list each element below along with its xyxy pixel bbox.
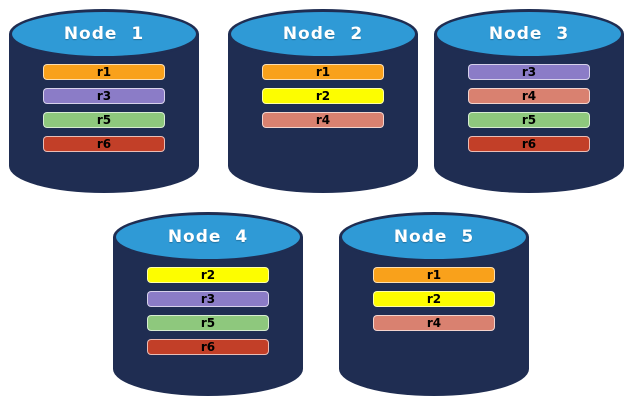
node-4-replica-list: r2 r3 r5 r6 [147, 267, 269, 355]
node-3-title: Node 3 [488, 24, 570, 44]
node-3-replica-list: r3 r4 r5 r6 [468, 64, 590, 152]
replica-bar-r3: r3 [147, 291, 269, 307]
replica-bar-r5: r5 [43, 112, 165, 128]
node-1-cylinder: Node 1 r1 r3 r5 r6 [9, 9, 199, 193]
replica-bar-r6: r6 [43, 136, 165, 152]
node-2-title: Node 2 [282, 24, 364, 44]
node-4-title: Node 4 [167, 227, 249, 247]
node-5-cylinder-top: Node 5 [339, 212, 529, 262]
replica-bar-r5: r5 [147, 315, 269, 331]
replica-bar-r4: r4 [468, 88, 590, 104]
replica-bar-r6: r6 [147, 339, 269, 355]
replica-bar-r4: r4 [262, 112, 384, 128]
node-4-cylinder: Node 4 r2 r3 r5 r6 [113, 212, 303, 396]
replica-bar-r5: r5 [468, 112, 590, 128]
node-1-title: Node 1 [63, 24, 145, 44]
node-2-cylinder-top: Node 2 [228, 9, 418, 59]
replica-bar-r1: r1 [262, 64, 384, 80]
replica-bar-r2: r2 [373, 291, 495, 307]
replica-bar-r1: r1 [373, 267, 495, 283]
node-1-cylinder-top: Node 1 [9, 9, 199, 59]
replica-bar-r3: r3 [43, 88, 165, 104]
replica-bar-r6: r6 [468, 136, 590, 152]
node-5-replica-list: r1 r2 r4 [373, 267, 495, 331]
node-2-replica-list: r1 r2 r4 [262, 64, 384, 128]
node-4-cylinder-top: Node 4 [113, 212, 303, 262]
replica-bar-r2: r2 [147, 267, 269, 283]
node-3-cylinder: Node 3 r3 r4 r5 r6 [434, 9, 624, 193]
replica-bar-r1: r1 [43, 64, 165, 80]
node-5-cylinder: Node 5 r1 r2 r4 [339, 212, 529, 396]
replica-bar-r4: r4 [373, 315, 495, 331]
node-1-replica-list: r1 r3 r5 r6 [43, 64, 165, 152]
node-5-title: Node 5 [393, 227, 475, 247]
replica-bar-r2: r2 [262, 88, 384, 104]
node-3-cylinder-top: Node 3 [434, 9, 624, 59]
node-2-cylinder: Node 2 r1 r2 r4 [228, 9, 418, 193]
replica-bar-r3: r3 [468, 64, 590, 80]
